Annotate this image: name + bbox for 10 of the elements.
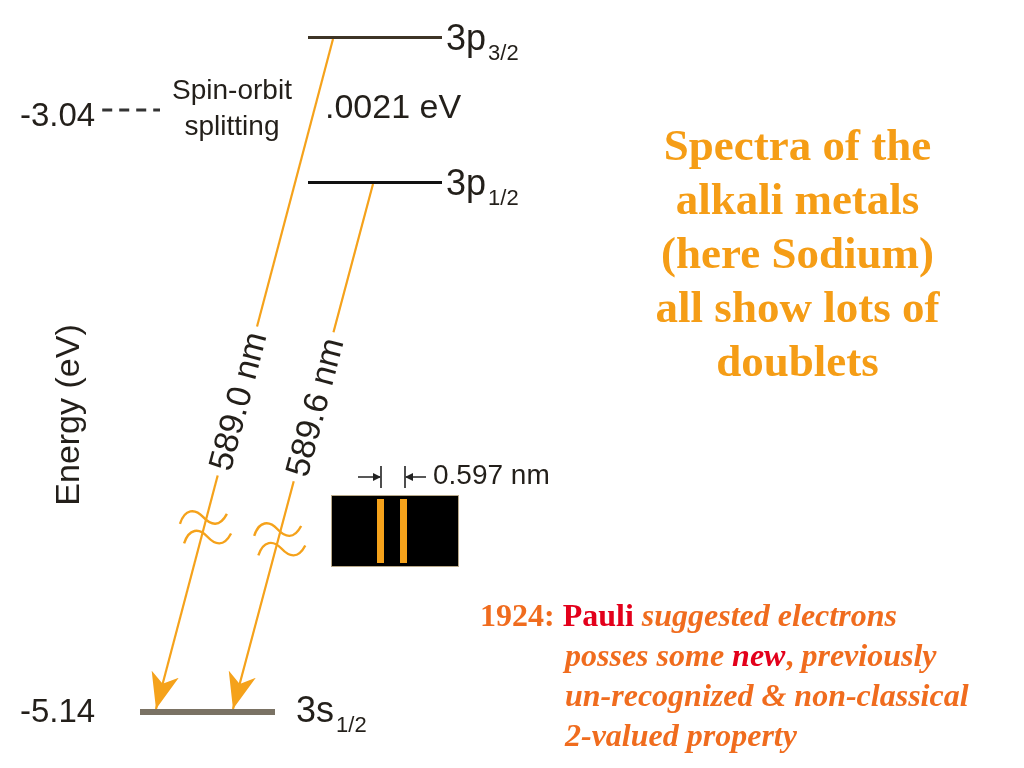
heading-text: Spectra of the alkali metals (here Sodium) all show lots of doublets xyxy=(654,119,941,388)
energy-value: -3.04 xyxy=(20,98,96,131)
annotation-text: Spin-orbit splitting xyxy=(160,72,304,144)
energy-level-line xyxy=(308,36,442,39)
energy-level-line xyxy=(308,181,442,184)
energy-value: -5.14 xyxy=(20,694,96,727)
note-text: 1924: Pauli suggested electrons posses some new, previously un-recognized & non-classical 2-valued property xyxy=(480,596,970,755)
axis-label: Energy (eV) xyxy=(50,324,84,506)
dimension-label: 0.597 nm xyxy=(433,461,550,489)
energy-gap-label: .0021 eV xyxy=(325,89,462,123)
